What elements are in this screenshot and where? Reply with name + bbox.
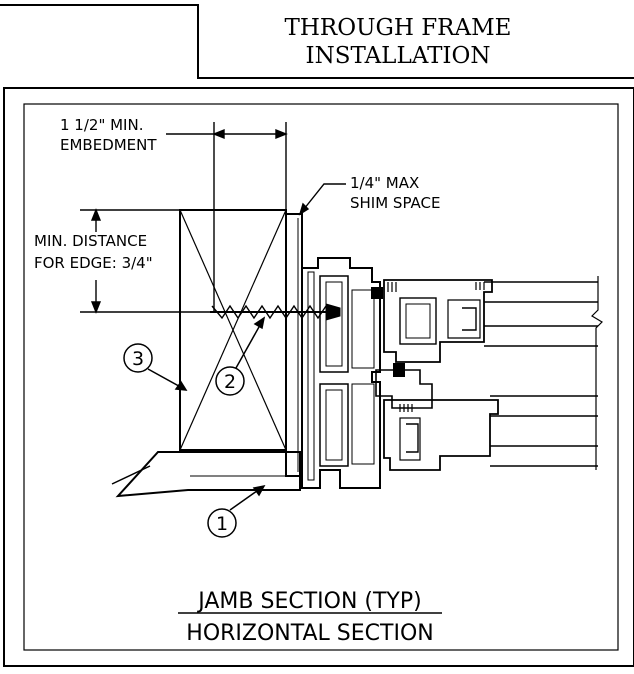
embedment-note-line-2: EMBEDMENT (60, 136, 157, 154)
callout-3-number: 3 (132, 348, 144, 370)
callout-2-number: 2 (224, 371, 236, 393)
screw (210, 303, 341, 321)
edge-distance-dimension (80, 208, 212, 314)
title-block (0, 4, 634, 79)
shim-note-line-2: SHIM SPACE (350, 194, 441, 212)
distance-note-line-1: MIN. DISTANCE (34, 232, 147, 250)
callout-2 (215, 316, 266, 396)
shim-note-line-1: 1/4" MAX (350, 174, 419, 192)
wood-stud (179, 209, 287, 451)
callout-1 (207, 484, 266, 538)
embedment-note-line-1: 1 1/2" MIN. (60, 116, 143, 134)
callout-1-number: 1 (216, 513, 228, 535)
window-frame-profile (301, 257, 499, 489)
caption-line-2: HORIZONTAL SECTION (186, 621, 433, 646)
shim (285, 213, 303, 477)
interior-trim (111, 451, 301, 498)
distance-note-line-2: FOR EDGE: 3/4" (34, 254, 153, 272)
title-line-2: INSTALLATION (306, 43, 491, 69)
shim-leader (298, 183, 346, 216)
caption-line-1: JAMB SECTION (TYP) (196, 589, 421, 614)
title-line-1: THROUGH FRAME (285, 15, 512, 41)
glass-panes (484, 276, 603, 470)
detail-frame (3, 87, 634, 667)
callout-3 (123, 343, 188, 391)
embedment-dimension (166, 122, 288, 312)
